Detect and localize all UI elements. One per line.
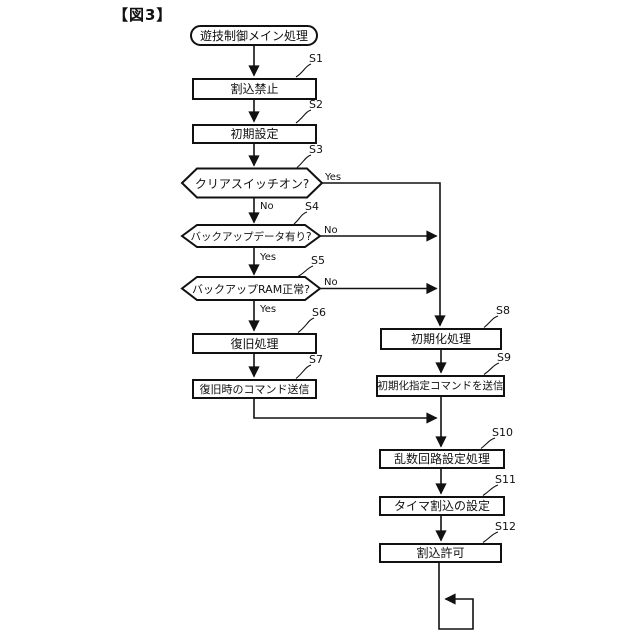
leader-s8 bbox=[483, 315, 499, 328]
edge-label-s3-no: No bbox=[260, 201, 274, 212]
leader-s4 bbox=[293, 211, 308, 225]
decision-s4-shape bbox=[180, 224, 322, 248]
decision-s3-shape bbox=[180, 167, 324, 199]
edge-s12-loop bbox=[438, 563, 474, 630]
process-s10: 乱数回路設定処理 bbox=[379, 449, 505, 469]
step-label-s12: S12 bbox=[495, 520, 516, 533]
decision-s3-label: クリアスイッチオン? bbox=[194, 176, 310, 191]
decision-s5-shape bbox=[180, 276, 322, 301]
step-label-s11: S11 bbox=[495, 473, 516, 486]
step-label-s8: S8 bbox=[496, 304, 510, 317]
process-s11: タイマ割込の設定 bbox=[379, 496, 505, 516]
process-s12: 割込許可 bbox=[379, 543, 502, 563]
process-s2: 初期設定 bbox=[192, 124, 317, 144]
step-label-s4: S4 bbox=[305, 200, 319, 213]
step-label-s6: S6 bbox=[312, 306, 326, 319]
leader-s10 bbox=[480, 437, 496, 449]
process-s7: 復旧時のコマンド送信 bbox=[192, 379, 317, 399]
process-s1: 割込禁止 bbox=[192, 78, 317, 100]
edge-label-s5-no: No bbox=[324, 277, 338, 288]
edge-label-s4-yes: Yes bbox=[259, 252, 276, 263]
leader-s5 bbox=[297, 265, 314, 277]
edge-label-s5-yes: Yes bbox=[259, 304, 276, 315]
process-s8: 初期化処理 bbox=[380, 328, 502, 350]
step-label-s5: S5 bbox=[311, 254, 325, 267]
edge-label-s4-no: No bbox=[324, 225, 338, 236]
leader-s12 bbox=[482, 531, 499, 543]
process-s6: 復旧処理 bbox=[192, 333, 317, 354]
leader-s3 bbox=[296, 154, 312, 168]
leader-s9 bbox=[483, 362, 500, 375]
leader-s7 bbox=[295, 364, 312, 379]
edge-label-s3-yes: Yes bbox=[324, 172, 341, 183]
step-label-s10: S10 bbox=[492, 426, 513, 439]
process-s9: 初期化指定コマンドを送信 bbox=[376, 375, 505, 397]
leader-s11 bbox=[482, 484, 499, 496]
step-label-s7: S7 bbox=[309, 353, 323, 366]
decision-s4-label: バックアップデータ有り? bbox=[190, 230, 312, 243]
step-label-s3: S3 bbox=[309, 143, 323, 156]
step-label-s1: S1 bbox=[309, 52, 323, 65]
edge-s7-merge bbox=[253, 398, 438, 424]
decision-s5-label: バックアップRAM正常? bbox=[191, 282, 311, 296]
edge-s3-yes-s8 bbox=[322, 182, 446, 327]
leader-s6 bbox=[297, 317, 315, 333]
leader-s2 bbox=[295, 109, 312, 124]
terminal-start: 遊技制御メイン処理 bbox=[190, 25, 318, 46]
step-label-s2: S2 bbox=[309, 98, 323, 111]
figure-title: 【図3】 bbox=[113, 6, 173, 24]
leader-s1 bbox=[295, 63, 312, 78]
step-label-s9: S9 bbox=[497, 351, 511, 364]
